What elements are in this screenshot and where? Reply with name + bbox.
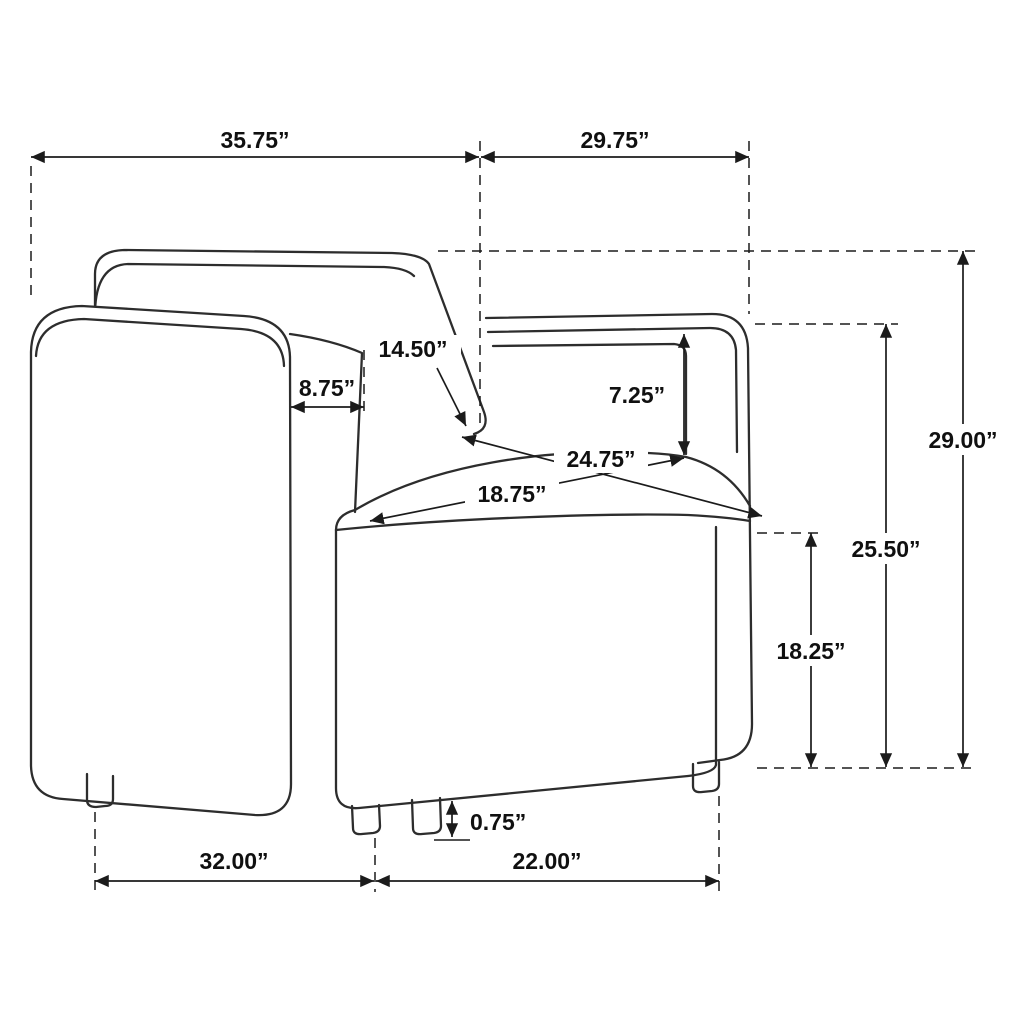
dim-label-seat-width: 18.75” — [477, 481, 546, 507]
front-left-leg — [350, 803, 382, 836]
dim-label-overall-depth: 29.75” — [580, 127, 649, 153]
left-arm-piping-line — [34, 317, 286, 368]
chair-base-front-panel — [334, 525, 718, 810]
dim-label-seat-diag: 24.75” — [566, 446, 635, 472]
right-leg — [691, 760, 721, 794]
dim-label-overall-height: 29.00” — [928, 427, 997, 453]
right-arm-outline — [484, 312, 754, 765]
left-leg — [85, 772, 115, 809]
backrest-piping-line — [93, 262, 416, 314]
backrest-outline — [93, 248, 487, 436]
left-arm-inner-edge — [288, 332, 364, 514]
dim-label-overall-width: 35.75” — [220, 127, 289, 153]
label-bg — [465, 480, 559, 508]
dim-label-leg-height: 0.75” — [470, 809, 526, 835]
right-arm-piping-line — [486, 326, 739, 454]
label-bg — [840, 533, 932, 564]
label-bg — [554, 445, 648, 473]
dim-label-arm-height: 25.50” — [851, 536, 920, 562]
dimension-labels: 35.75” 29.75” 29.00” 25.50” 18.25” 8.75”… — [199, 127, 1009, 874]
dim-label-arm-inner-height: 7.25” — [609, 382, 665, 408]
label-bg — [917, 424, 1009, 455]
front-center-leg — [410, 796, 443, 836]
label-bg — [765, 635, 857, 666]
dim-label-back-diag: 14.50” — [378, 336, 447, 362]
dim-label-base-depth: 22.00” — [512, 848, 581, 874]
seat-cushion-left-edge — [334, 508, 357, 532]
dim-label-arm-thickness: 8.75” — [299, 375, 355, 401]
seat-cushion-front-edge — [334, 513, 752, 532]
extension-lines — [30, 141, 976, 892]
dim-label-base-width: 32.00” — [199, 848, 268, 874]
dim-line-back-diag — [436, 367, 467, 427]
label-bg — [365, 335, 461, 363]
label-bg — [594, 381, 680, 409]
dim-label-front-height: 18.25” — [776, 638, 845, 664]
left-arm-panel — [29, 304, 293, 817]
